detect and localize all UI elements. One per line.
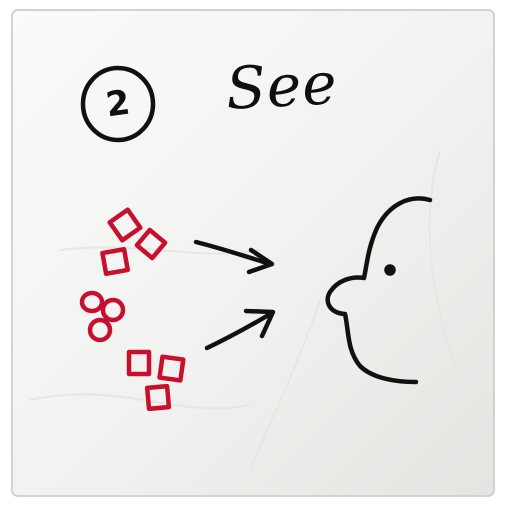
step-title: See xyxy=(224,49,339,123)
step-number: 2 xyxy=(75,61,161,147)
eye-icon xyxy=(387,267,394,274)
